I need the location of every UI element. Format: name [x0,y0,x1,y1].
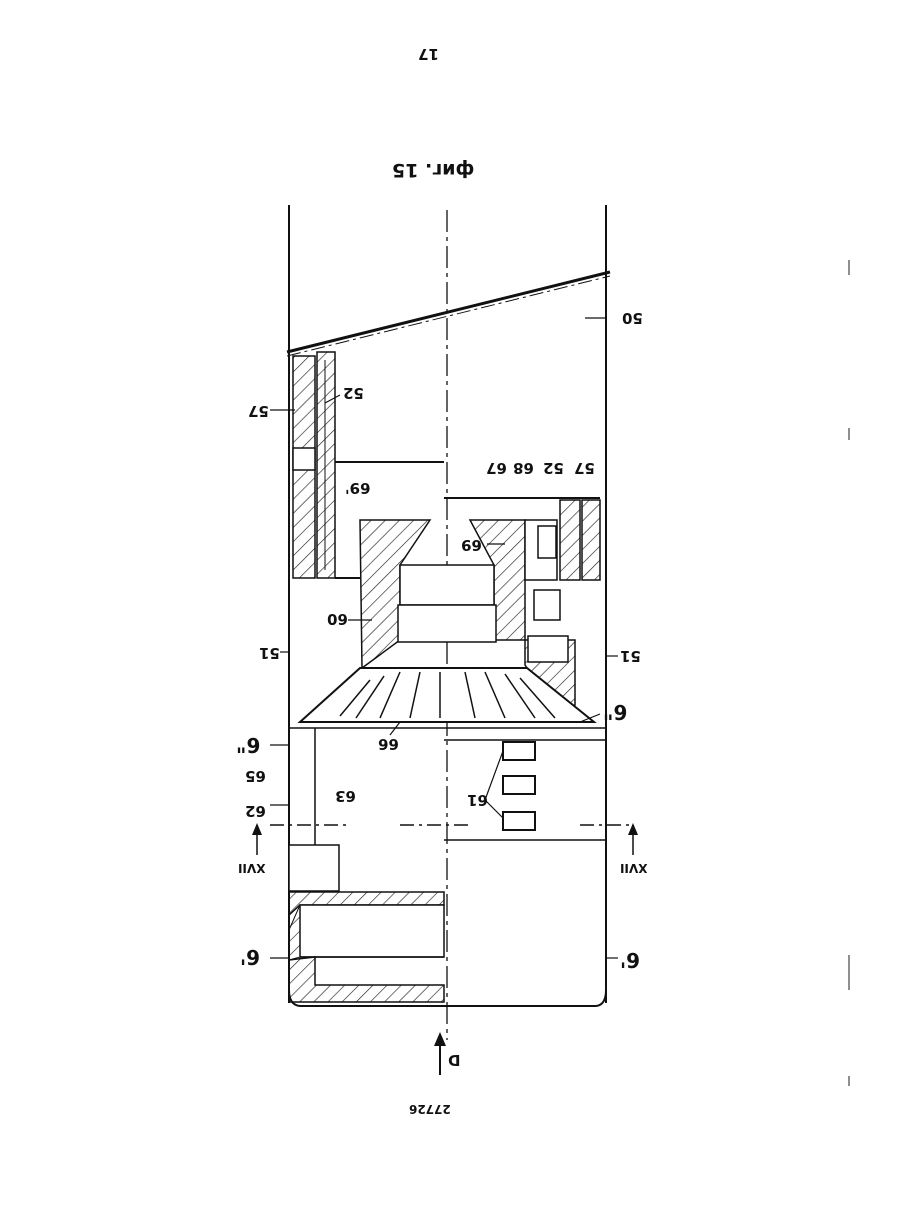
label-6-prime-right: 6' [620,950,640,970]
figure-caption: фиг. 15 [392,160,474,179]
ring-52-left [317,352,335,578]
label-63: 63 [335,788,356,803]
view-arrow-label: D [448,1052,460,1067]
label-67: 67 [486,460,507,475]
label-57-right: 57 [574,460,595,475]
label-61: 61 [467,792,488,807]
box-61-a [503,742,535,760]
label-65: 65 [245,768,266,783]
section-mark-right: XVII [620,862,647,874]
label-68: 68 [513,460,534,475]
label-52-right: 52 [543,460,564,475]
label-6-prime-left: 6' [240,947,260,967]
label-51-right: 51 [620,648,641,663]
label-50: 50 [622,310,643,325]
page-number: 17 [418,46,439,61]
lower-hatch [289,957,444,1002]
ring-52-right [560,500,580,580]
label-51-left: 51 [259,645,280,660]
slanted-cut [287,272,610,352]
section-mark-left: XVII [238,862,265,874]
label-57-left: 57 [248,403,269,418]
label-69-prime: 69' [345,480,370,495]
label-6-double-prime-left: 6" [236,735,260,755]
label-62: 62 [245,803,266,818]
sleeve-57-right [582,500,600,580]
box-61-c [503,812,535,830]
label-60: 60 [327,611,348,626]
document-number: 27726 [409,1103,451,1115]
label-6-double-prime-right: 6" [603,702,627,722]
label-69: 69 [461,537,482,552]
label-52-left: 52 [343,385,364,400]
box-61-b [503,776,535,794]
label-66: 66 [378,736,399,751]
